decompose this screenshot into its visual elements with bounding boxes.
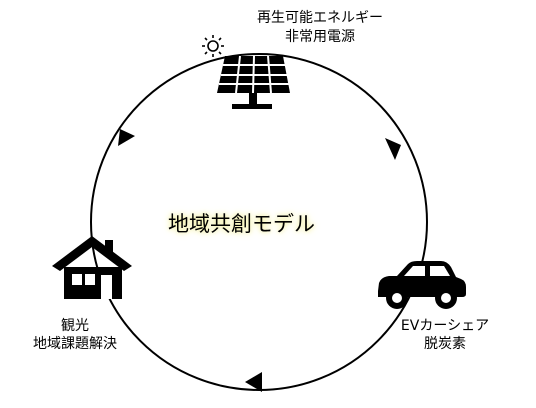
arrow-bottom-icon <box>245 372 262 392</box>
arrow-left-icon <box>118 129 135 146</box>
tourism-label-line1: 観光 <box>61 318 89 334</box>
sun-icon <box>202 35 224 57</box>
ev-label-line1: EVカーシェア <box>400 318 490 334</box>
tourism-label-line2: 地域課題解決 <box>33 336 117 352</box>
ev-label-line2: 脱炭素 <box>424 336 466 352</box>
energy-label-line2: 非常用電源 <box>285 29 355 45</box>
arrow-right-icon <box>385 138 401 160</box>
house-icon <box>52 236 132 299</box>
car-icon <box>378 261 466 309</box>
center-title: 地域共創モデル <box>168 212 315 236</box>
energy-label-line1: 再生可能エネルギー <box>257 10 383 26</box>
solar-panel-icon <box>217 55 290 109</box>
